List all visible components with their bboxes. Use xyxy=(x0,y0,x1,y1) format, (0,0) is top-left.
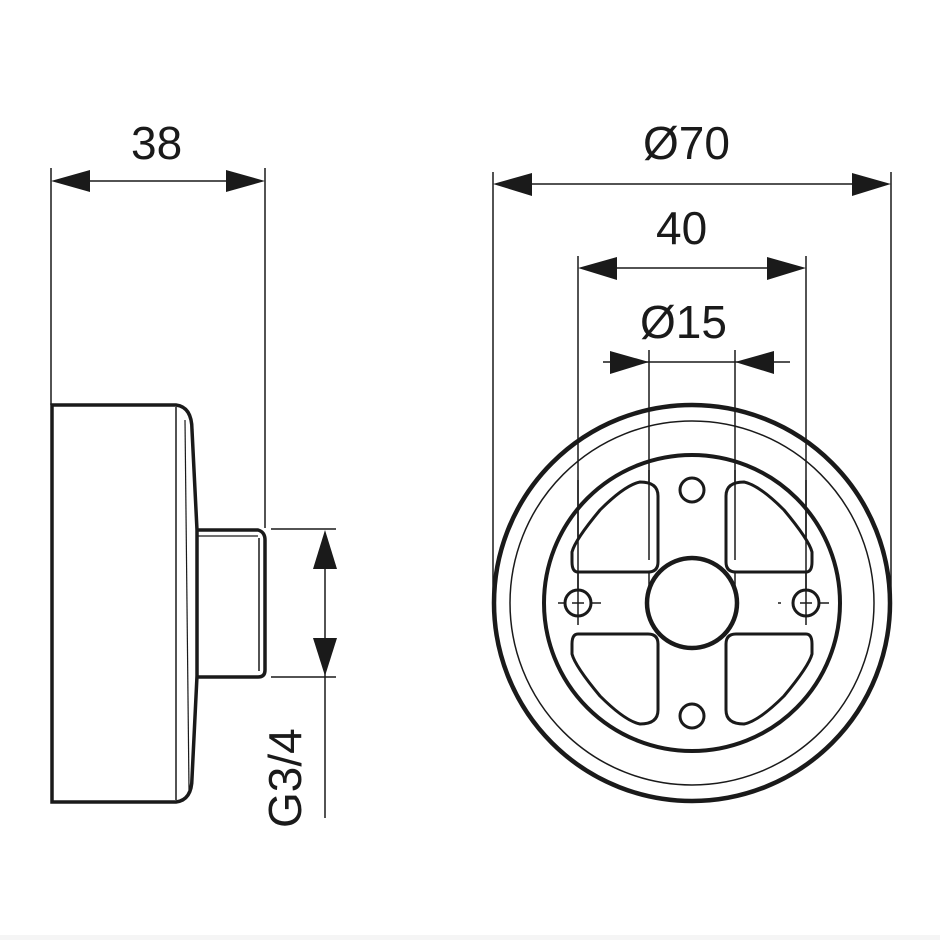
window-bottom-left xyxy=(570,632,660,726)
hole-top xyxy=(678,476,706,504)
dimension-label-outer-diameter: Ø70 xyxy=(643,117,730,169)
arrowhead-40-right xyxy=(767,257,806,280)
front-view xyxy=(491,172,893,804)
thread-nipple xyxy=(197,528,267,679)
window-bottom-right xyxy=(724,632,814,726)
arrowhead-70-left xyxy=(493,173,532,196)
arrowhead-70-right xyxy=(852,173,891,196)
center-marks xyxy=(558,591,829,625)
bottom-border-strip xyxy=(0,935,940,940)
side-view xyxy=(50,168,337,818)
center-bore xyxy=(644,555,740,651)
arrowhead-down xyxy=(313,638,337,676)
arrowhead-15-left xyxy=(610,351,649,374)
hole-bottom xyxy=(678,702,706,730)
outer-rim xyxy=(491,402,893,804)
dimension-label-thread: G3/4 xyxy=(259,728,311,828)
arrowhead-left xyxy=(51,170,90,192)
arrowhead-right xyxy=(226,170,265,192)
body-edge-line-2 xyxy=(184,419,190,791)
dimension-label-center-bore: Ø15 xyxy=(640,296,727,348)
inner-ring xyxy=(542,453,842,753)
window-top-left xyxy=(570,480,660,574)
arrowhead-15-right xyxy=(735,351,774,374)
dimension-label-depth: 38 xyxy=(131,117,183,169)
dimension-label-hole-spacing: 40 xyxy=(656,202,708,254)
outer-rim-inner-edge xyxy=(509,420,875,786)
arrowhead-up xyxy=(313,530,337,569)
arrowhead-40-left xyxy=(578,257,617,280)
window-top-right xyxy=(724,480,814,574)
